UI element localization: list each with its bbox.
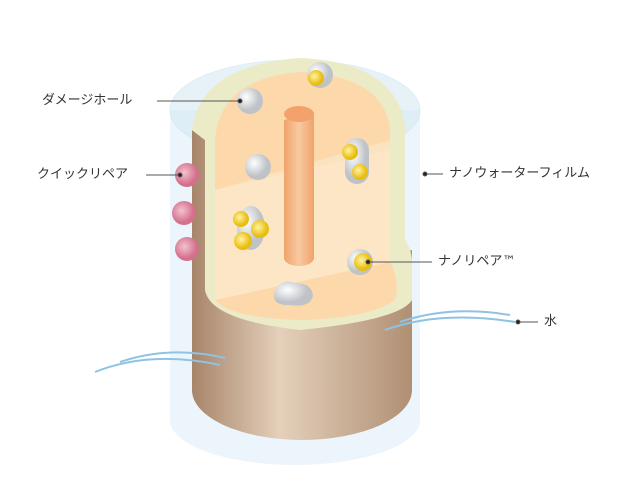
quick-repair-particles <box>172 163 199 261</box>
label-nano-water-film: ナノウォーターフィルム <box>449 166 591 181</box>
label-nano-repair: ナノリペア™ <box>438 254 516 269</box>
label-damage-hole: ダメージホール <box>42 93 133 108</box>
leader-lines <box>146 98 538 325</box>
hair-shaft <box>192 58 412 440</box>
nano-repair-particles <box>233 70 372 271</box>
label-water: 水 <box>544 314 558 329</box>
water-waves <box>94 310 516 373</box>
label-quick-repair: クイックリペア <box>37 167 129 182</box>
